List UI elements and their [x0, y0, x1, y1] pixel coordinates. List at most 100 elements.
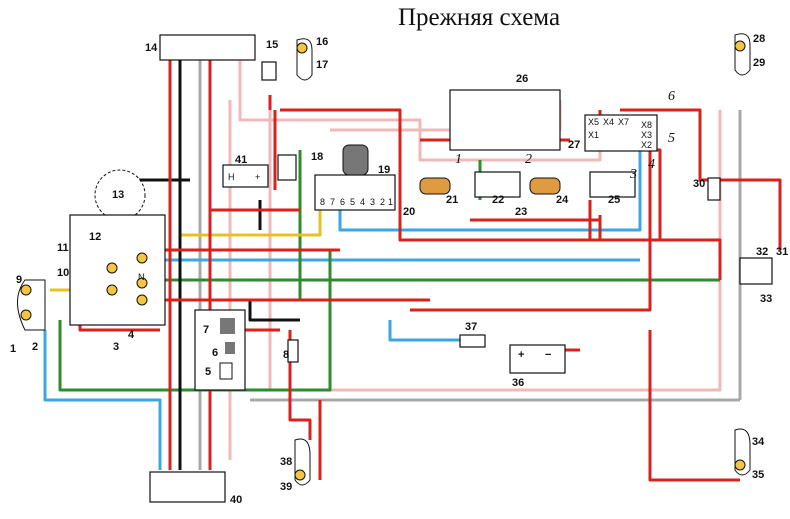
relay-block-26 [449, 89, 561, 151]
label-components-25: 26 [516, 73, 528, 85]
label-block19_pins-4: 4 [360, 197, 365, 207]
label-components-31: 32 [756, 246, 768, 258]
lamp-icon [106, 262, 118, 274]
lamp-icon [296, 42, 308, 54]
label-block19_pins-5: 3 [370, 197, 375, 207]
ignition-unit-25 [589, 171, 636, 198]
label-components-16: 17 [316, 59, 328, 71]
battery-plus: + [518, 349, 524, 361]
label-components-40: 41 [235, 154, 247, 166]
label-block19_pins-7: 1 [388, 197, 393, 207]
connector-block [584, 114, 658, 152]
components: Н + N 8 7 6 5 4 3 2 1 X5 X4 X7 X1 X8 X3 … [17, 33, 773, 503]
label-components-20: 21 [446, 194, 458, 206]
label-components-24: 25 [608, 194, 620, 206]
connector-19-plug [342, 144, 369, 176]
label-components-36: 37 [465, 321, 477, 333]
label-components-23: 24 [556, 194, 569, 206]
block-19 [314, 174, 396, 211]
label-components-4: 5 [205, 366, 211, 378]
lamp-icon [734, 40, 746, 52]
label-components-34: 35 [752, 469, 764, 481]
label-relay_terminals-1: 2 [525, 152, 532, 167]
label-components-39: 40 [230, 494, 242, 506]
label-connector_pins-0: X5 [588, 117, 599, 127]
label-components-33: 34 [752, 436, 765, 448]
label-connector_pins-6: X2 [641, 140, 652, 150]
label-components-7: 8 [283, 349, 289, 361]
label-components-10: 11 [57, 242, 69, 254]
diagram-title: Прежняя схема [398, 4, 560, 31]
label-relay_terminals-3: 4 [648, 157, 655, 172]
lamp-icon [734, 459, 746, 471]
label-components-13: 14 [145, 42, 158, 54]
spark-plug-21 [419, 177, 451, 195]
switch-15[interactable] [261, 61, 277, 81]
label-components-9: 10 [57, 267, 69, 279]
label-components-28: 29 [753, 57, 765, 69]
label-components-32: 33 [760, 293, 772, 305]
label-components-19: 20 [403, 206, 415, 218]
label-block19_pins-1: 7 [330, 197, 335, 207]
label-components-29: 30 [693, 178, 705, 190]
switch-block-40[interactable] [149, 471, 226, 503]
label-block19_pins-3: 5 [350, 197, 355, 207]
turn-signal-28 [734, 33, 751, 76]
label-components-12: 13 [112, 189, 124, 201]
sensor-7 [220, 318, 235, 334]
lamp-icon [106, 284, 118, 296]
label-components-38: 39 [280, 481, 292, 493]
label-components-3: 4 [128, 329, 135, 341]
label-components-15: 16 [316, 36, 328, 48]
battery-36 [509, 344, 566, 374]
label-components-0: 1 [10, 343, 16, 355]
switch-41[interactable] [222, 164, 269, 188]
connector-pins: X5 X4 X7 X1 X8 X3 X2 [588, 117, 652, 150]
label-block19_pins-0: 8 [320, 197, 325, 207]
label-components-2: 3 [113, 341, 119, 353]
switch-8 [287, 339, 299, 363]
label-components-11: 12 [89, 231, 101, 243]
label-components-17: 18 [311, 151, 323, 163]
label-components-5: 6 [212, 347, 218, 359]
battery-minus: − [545, 349, 551, 361]
label-connector_pins-2: X7 [618, 117, 629, 127]
label-components-22: 23 [515, 206, 527, 218]
label-connector_pins-1: X4 [603, 117, 614, 127]
label-block19_pins-6: 2 [380, 197, 385, 207]
lamp-icon [294, 469, 306, 481]
relay-terminal-labels: 1 2 3 4 5 6 [455, 89, 675, 182]
label-components-14: 15 [266, 39, 278, 51]
label-switch41_signs-0: Н [228, 172, 235, 182]
lamp-icon [20, 309, 32, 321]
label-components-27: 28 [753, 33, 765, 45]
label-components-18: 19 [378, 164, 390, 176]
label-switch41_signs-1: + [255, 172, 260, 182]
fuse-37 [459, 334, 486, 348]
label-components-35: 36 [512, 377, 524, 389]
label-relay_terminals-4: 5 [668, 131, 675, 146]
label-relay_terminals-2: 3 [629, 167, 637, 182]
lamp-icon [20, 284, 32, 296]
label-components-26: 27 [568, 139, 580, 151]
label-components-37: 38 [280, 456, 292, 468]
lamp-icon [136, 294, 148, 306]
label-components-6: 7 [203, 324, 209, 336]
sensor-6 [225, 342, 235, 354]
dashboard-lamp-13 [94, 169, 146, 221]
ignition-unit-22 [474, 171, 521, 198]
spark-plug-24 [529, 177, 561, 195]
sensor-30 [707, 177, 721, 201]
instrument-panel [69, 214, 166, 326]
label-connector_pins-4: X8 [641, 120, 652, 130]
label-components-30: 31 [776, 246, 788, 258]
relay-18 [277, 154, 297, 181]
label-connector_pins-5: X3 [641, 130, 652, 140]
label-relay_terminals-5: 6 [668, 89, 675, 104]
switch-block-14[interactable] [159, 34, 256, 61]
label-components-1: 2 [32, 341, 38, 353]
label-relay_terminals-0: 1 [455, 152, 462, 167]
tail-light-31 [739, 257, 773, 285]
